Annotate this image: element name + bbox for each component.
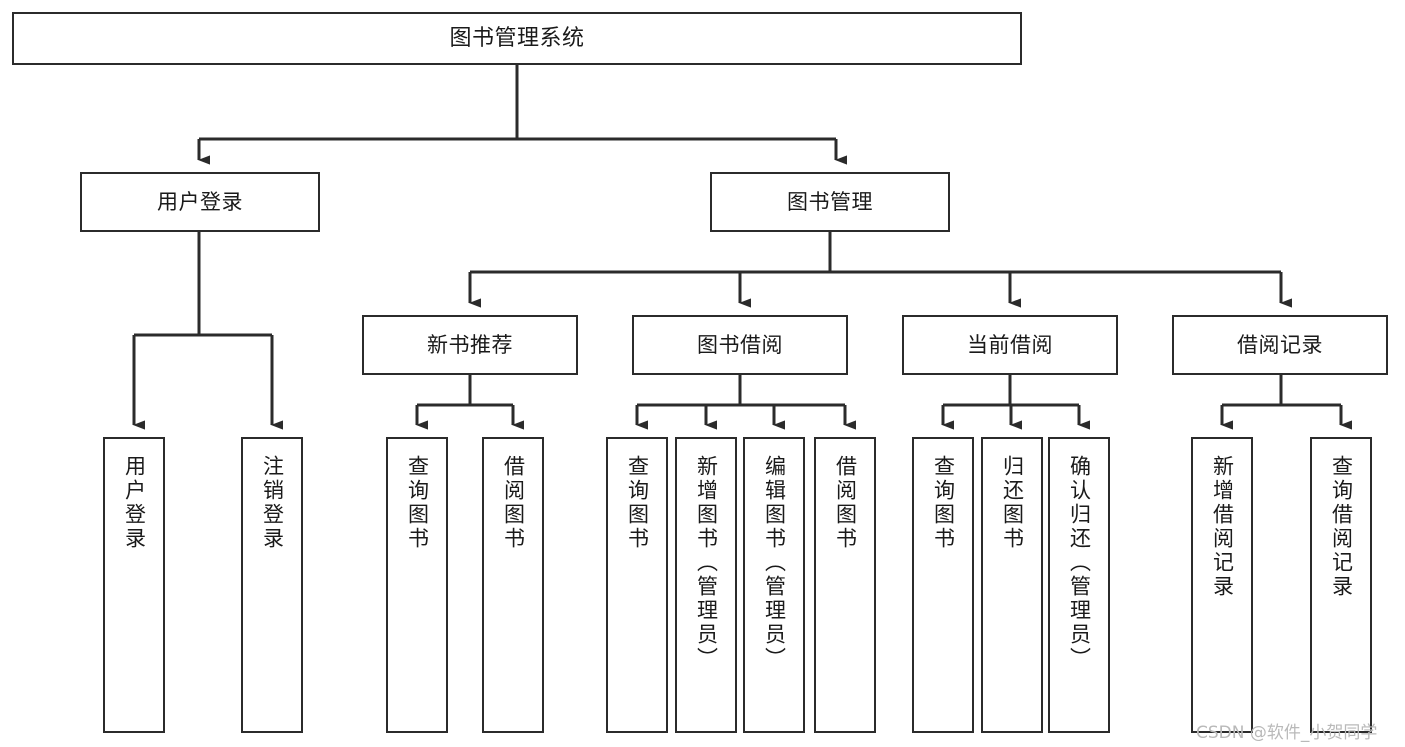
leaf-query-book-3-label: 查询图书 [931,455,956,551]
node-current-borrow-label: 当前借阅 [967,332,1053,357]
leaf-confirm-return[interactable]: 确认归还（管理员） [1048,437,1110,733]
node-book-borrow[interactable]: 图书借阅 [632,315,848,375]
node-borrow-record-label: 借阅记录 [1237,332,1323,357]
leaf-user-login-label: 用户登录 [122,455,147,551]
node-current-borrow[interactable]: 当前借阅 [902,315,1118,375]
leaf-query-book-1-label: 查询图书 [405,455,430,551]
leaf-query-book-2-label: 查询图书 [625,455,650,551]
leaf-add-book[interactable]: 新增图书（管理员） [675,437,737,733]
leaf-borrow-book-1[interactable]: 借阅图书 [482,437,544,733]
leaf-query-record-label: 查询借阅记录 [1329,455,1354,599]
leaf-user-logout-label: 注销登录 [260,455,285,551]
node-new-book-recommend[interactable]: 新书推荐 [362,315,578,375]
leaf-borrow-book-1-label: 借阅图书 [501,455,526,551]
node-borrow-record[interactable]: 借阅记录 [1172,315,1388,375]
leaf-query-book-2[interactable]: 查询图书 [606,437,668,733]
leaf-user-login[interactable]: 用户登录 [103,437,165,733]
node-book-manage-label: 图书管理 [787,189,873,214]
leaf-add-book-label: 新增图书（管理员） [694,455,719,671]
node-book-manage[interactable]: 图书管理 [710,172,950,232]
node-root-label: 图书管理系统 [449,25,585,51]
leaf-borrow-book-2[interactable]: 借阅图书 [814,437,876,733]
csdn-watermark: CSDN @软件_小贺同学 [1196,723,1378,743]
node-user-login[interactable]: 用户登录 [80,172,320,232]
leaf-query-record[interactable]: 查询借阅记录 [1310,437,1372,733]
node-root[interactable]: 图书管理系统 [12,12,1022,65]
leaf-query-book-1[interactable]: 查询图书 [386,437,448,733]
leaf-add-record[interactable]: 新增借阅记录 [1191,437,1253,733]
node-new-book-recommend-label: 新书推荐 [427,332,513,357]
node-user-login-label: 用户登录 [157,189,243,214]
leaf-edit-book[interactable]: 编辑图书（管理员） [743,437,805,733]
node-book-borrow-label: 图书借阅 [697,332,783,357]
leaf-return-book-label: 归还图书 [1000,455,1025,551]
leaf-query-book-3[interactable]: 查询图书 [912,437,974,733]
leaf-borrow-book-2-label: 借阅图书 [833,455,858,551]
leaf-return-book[interactable]: 归还图书 [981,437,1043,733]
leaf-edit-book-label: 编辑图书（管理员） [762,455,787,671]
leaf-add-record-label: 新增借阅记录 [1210,455,1235,599]
leaf-user-logout[interactable]: 注销登录 [241,437,303,733]
leaf-confirm-return-label: 确认归还（管理员） [1067,455,1092,671]
